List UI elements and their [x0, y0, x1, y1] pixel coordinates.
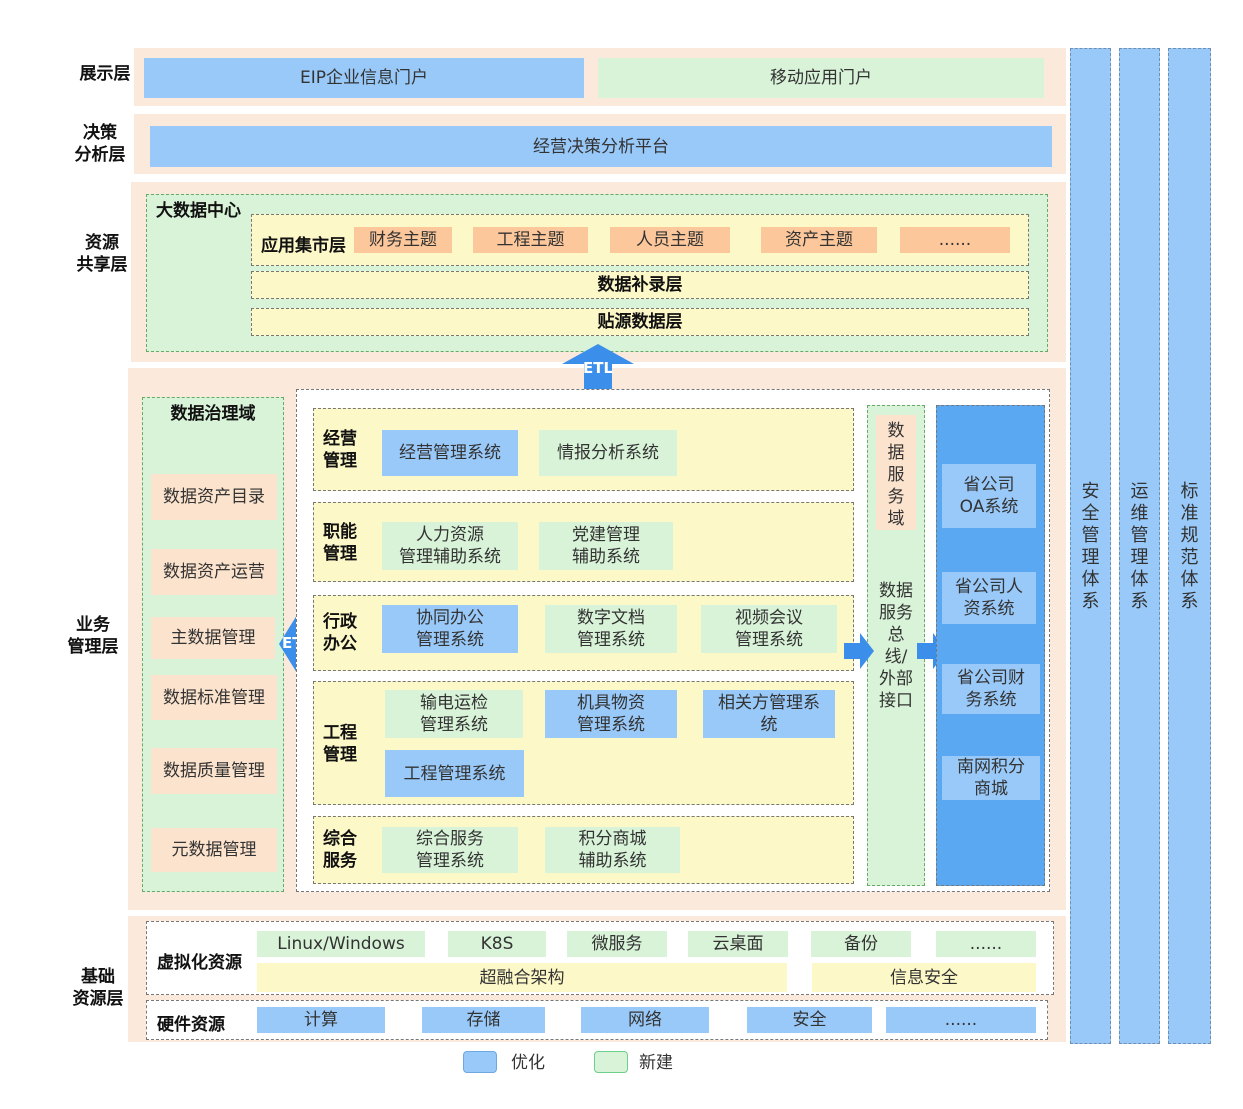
topic-asset: 资产主题 [761, 227, 877, 253]
layer-label-resource-share: 资源 共享层 [76, 233, 128, 275]
topic-personnel: 人员主题 [610, 227, 730, 253]
security-management-label: 安 全 管 理 体 系 [1081, 481, 1100, 612]
hw-compute: 计算 [257, 1007, 385, 1033]
layer-label-infrastructure: 基础 资源层 [72, 967, 124, 1009]
layer-label-presentation: 展示层 [79, 64, 131, 84]
virt-k8s: K8S [448, 931, 546, 957]
sys-operation-mgmt: 经营管理系统 [382, 430, 518, 476]
hardware-label: 硬件资源 [157, 1015, 225, 1035]
sys-video-conf: 视频会议 管理系统 [701, 605, 837, 653]
sys-equipment: 机具物资 管理系统 [545, 690, 677, 738]
layer-label-business: 业务 管理层 [67, 615, 119, 657]
group-operation-label: 经营 管理 [323, 429, 357, 471]
sys-hr: 人力资源 管理辅助系统 [382, 522, 518, 570]
ext-oa: 省公司 OA系统 [942, 464, 1036, 528]
virt-more: ...... [936, 931, 1036, 957]
gov-data-standard: 数据标准管理 [151, 675, 277, 720]
virt-linux-windows: Linux/Windows [257, 931, 425, 957]
sys-comprehensive-service: 综合服务 管理系统 [382, 827, 518, 873]
standards-column: 标 准 规 范 体 系 [1168, 48, 1211, 1044]
virt-microservice: 微服务 [567, 931, 667, 957]
data-service-domain: 数 据 服 务 域 [887, 421, 905, 529]
sys-transmission: 输电运检 管理系统 [385, 690, 523, 738]
mobile-portal: 移动应用门户 [598, 58, 1044, 98]
data-service-bus-label: 数据 服务 总 线/ 外部 接口 [879, 581, 913, 711]
group-admin-label: 行政 办公 [323, 612, 357, 654]
ops-management-column: 运 维 管 理 体 系 [1119, 48, 1160, 1044]
gov-asset-operation: 数据资产运营 [151, 549, 277, 595]
mart-label: 应用集市层 [261, 236, 346, 256]
sys-party-building: 党建管理 辅助系统 [539, 522, 673, 570]
layer-label-decision: 决策 分析层 [74, 123, 126, 165]
hci-architecture: 超融合架构 [257, 963, 787, 992]
topic-more: ...... [900, 227, 1010, 253]
gov-data-quality: 数据质量管理 [151, 748, 277, 794]
decision-platform: 经营决策分析平台 [150, 126, 1052, 167]
sys-engineering-mgmt: 工程管理系统 [385, 750, 524, 797]
gov-master-data: 主数据管理 [151, 617, 275, 659]
hw-storage: 存储 [422, 1007, 545, 1033]
group-service-label: 综合 服务 [323, 829, 357, 871]
sys-collab-office: 协同办公 管理系统 [382, 605, 518, 653]
group-engineering-label: 工程 管理 [323, 723, 357, 765]
arrow-to-bus [844, 633, 874, 669]
sys-intel-analysis: 情报分析系统 [539, 430, 677, 476]
sys-stakeholder: 相关方管理系 统 [703, 690, 835, 738]
sys-digital-doc: 数字文档 管理系统 [545, 605, 677, 653]
governance-title: 数据治理域 [170, 404, 256, 424]
topic-finance: 财务主题 [354, 227, 452, 253]
sys-points-mall: 积分商城 辅助系统 [545, 827, 680, 873]
topic-engineering: 工程主题 [473, 227, 588, 253]
virt-cloud-desktop: 云桌面 [688, 931, 788, 957]
hw-network: 网络 [581, 1007, 709, 1033]
legend-new-swatch [594, 1051, 628, 1073]
etl-up-arrow [562, 344, 634, 390]
bigdata-title: 大数据中心 [156, 201, 241, 221]
ext-finance: 省公司财 务系统 [942, 664, 1040, 714]
hw-more: ...... [886, 1007, 1036, 1033]
legend-new-label: 新建 [639, 1053, 673, 1073]
group-functional-label: 职能 管理 [323, 522, 357, 564]
supplement-layer: 数据补录层 [251, 271, 1029, 299]
standards-label: 标 准 规 范 体 系 [1180, 481, 1199, 612]
virtual-label: 虚拟化资源 [157, 953, 242, 973]
ext-hr: 省公司人 资系统 [942, 572, 1036, 624]
legend-optimize-label: 优化 [511, 1053, 545, 1073]
data-service-domain-box [876, 415, 916, 530]
gov-metadata: 元数据管理 [151, 828, 277, 872]
virt-backup: 备份 [811, 931, 911, 957]
ext-points-mall: 南网积分 商城 [942, 756, 1040, 800]
gov-asset-catalog: 数据资产目录 [151, 474, 277, 520]
etl-up-label: ETL [582, 359, 614, 377]
security-management-column: 安 全 管 理 体 系 [1070, 48, 1111, 1044]
info-security: 信息安全 [812, 963, 1036, 992]
hw-security: 安全 [747, 1007, 872, 1033]
legend-optimize-swatch [463, 1051, 497, 1073]
eip-portal: EIP企业信息门户 [144, 58, 584, 98]
source-layer: 贴源数据层 [251, 308, 1029, 336]
ops-management-label: 运 维 管 理 体 系 [1130, 481, 1149, 612]
